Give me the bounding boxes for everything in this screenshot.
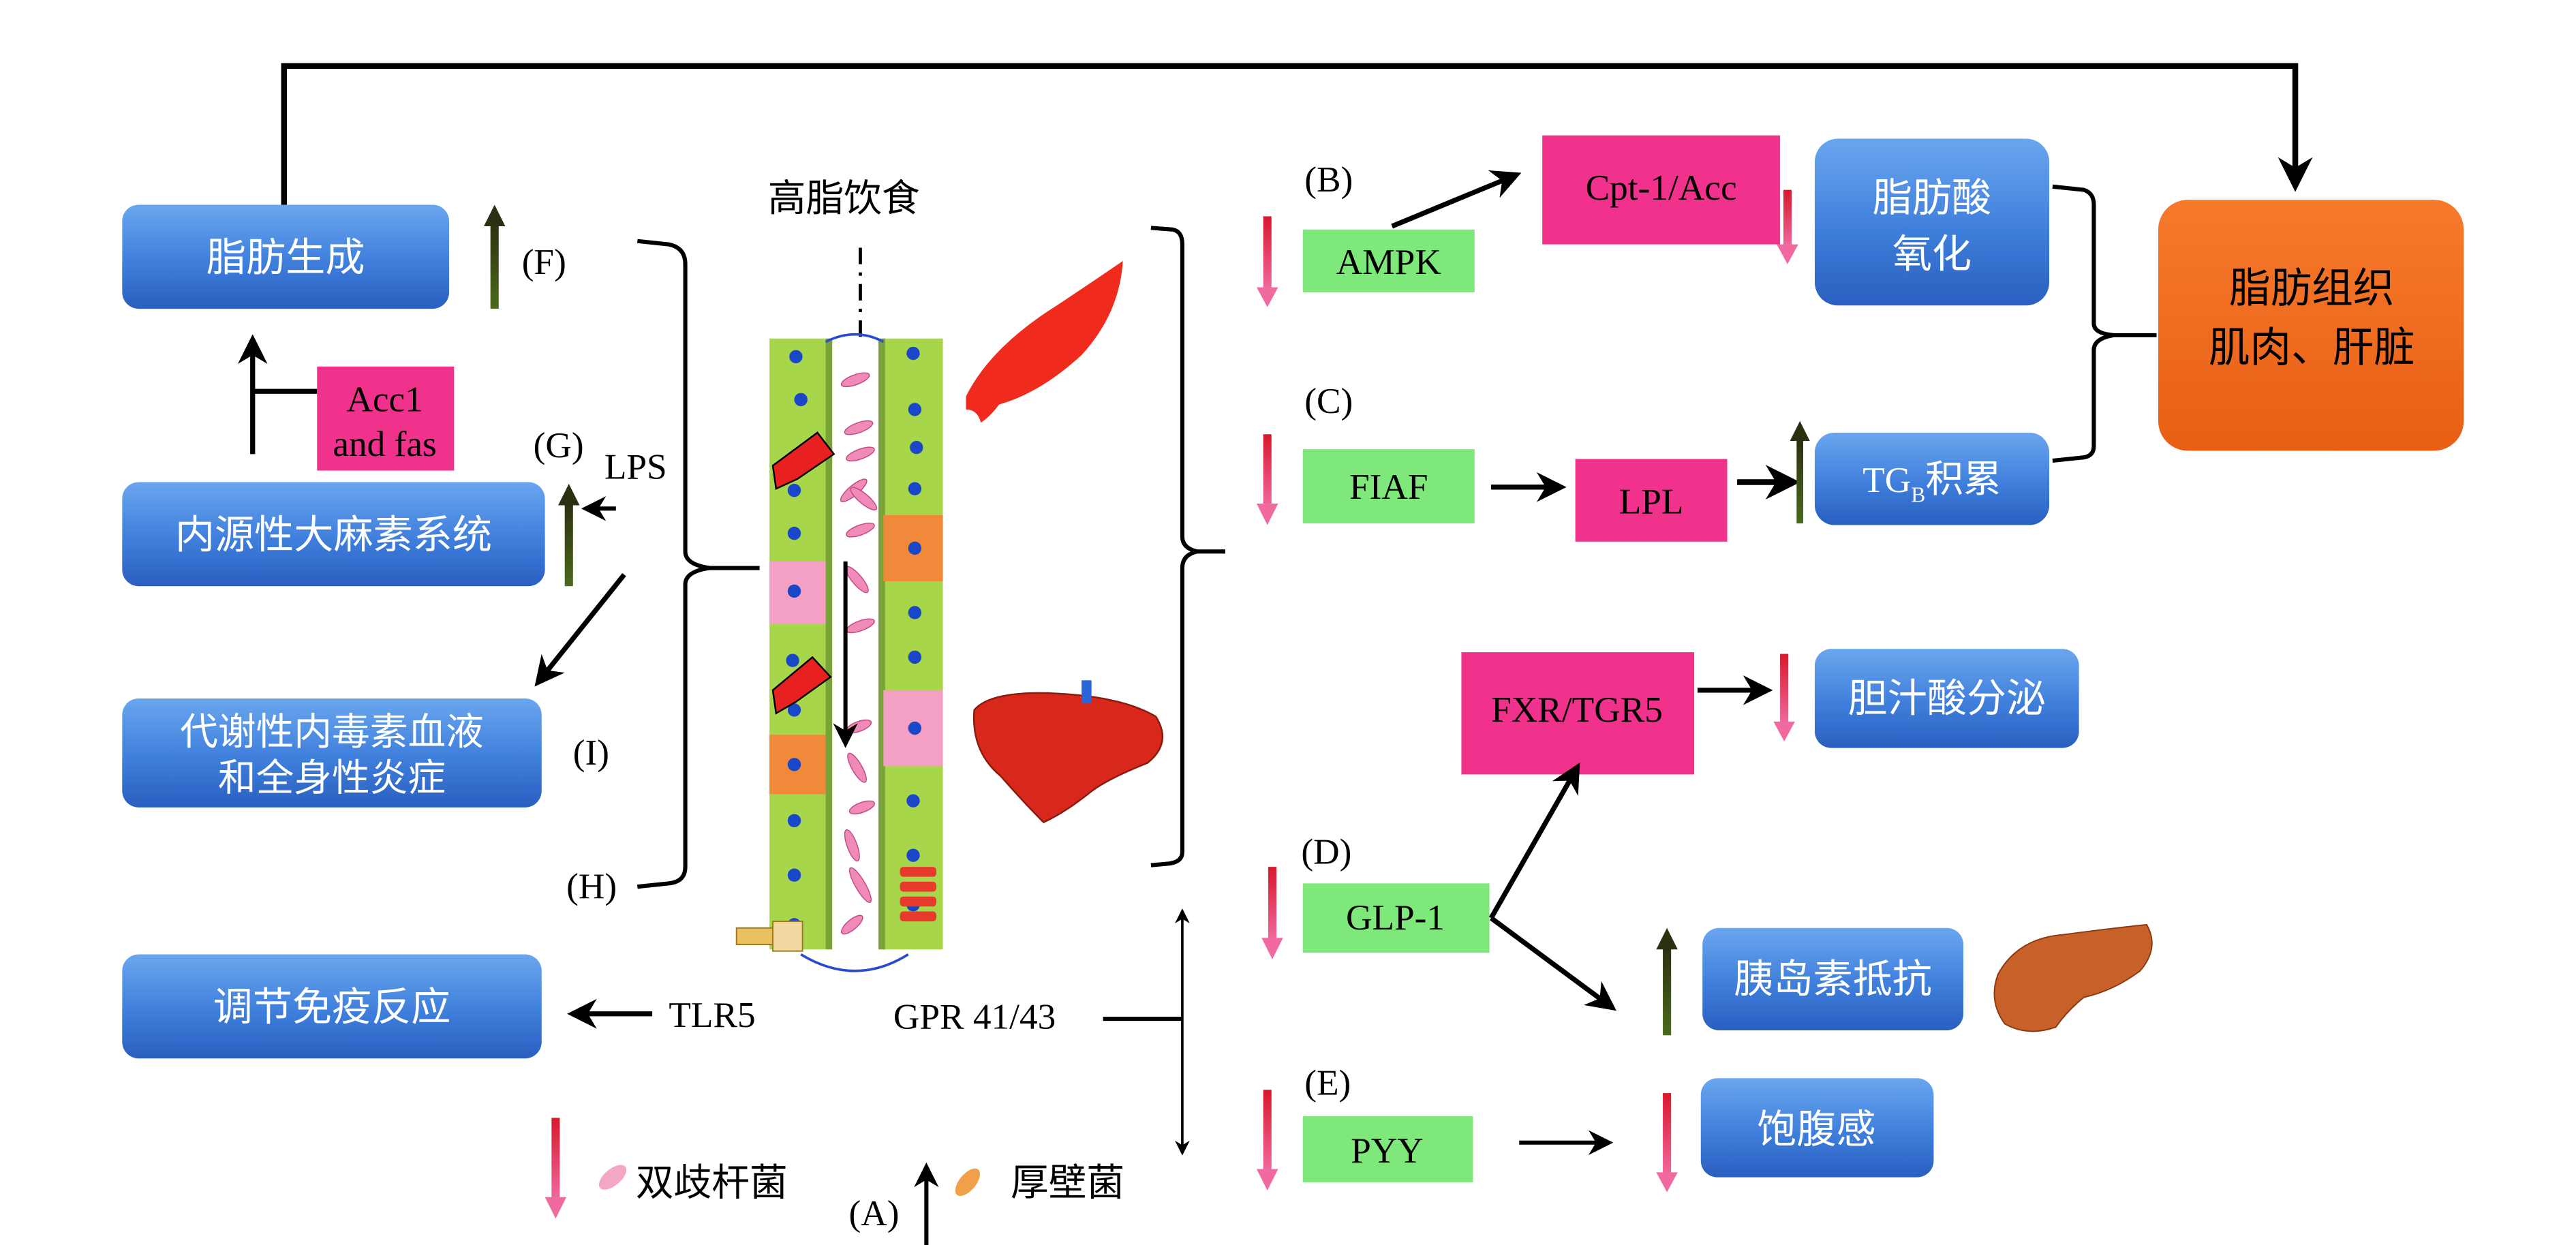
ampk-label: AMPK [1336,242,1441,282]
glp1-to-insulin-arrow [1489,916,1616,1011]
tag-e: (E) [1304,1063,1351,1103]
lipogenesis-label: 脂肪生成 [206,234,365,280]
lipogenesis-box: 脂肪生成 [122,204,450,309]
bile-down-arrow-icon [1773,654,1795,741]
tag-g: (G) [534,425,584,465]
ampk-box: AMPK [1302,229,1475,292]
intestine-top-edge [825,333,885,343]
lpl-label: LPL [1619,482,1684,522]
fxr-tgr5-box: FXR/TGR5 [1461,652,1695,775]
bifido-down-arrow-icon [545,1118,567,1219]
liver-icon [972,680,1164,824]
tag-c: (C) [1304,381,1353,421]
cpt-acc-label: Cpt-1/Acc [1586,168,1737,208]
intestine-left-wall [769,338,833,950]
firmicutes-label: 厚壁菌 [1011,1161,1124,1205]
lipogenesis-up-arrow-icon [483,204,506,309]
insulin-resistance-label: 胰岛素抵抗 [1734,955,1932,1002]
endocannabinoid-label: 内源性大麻素系统 [175,511,492,557]
ampk-to-cpt-arrow [1391,170,1522,229]
lps-label: LPS [604,447,667,487]
bifido-bacteria-icon [598,1165,627,1190]
pyy-box: PYY [1302,1116,1473,1182]
fxr-tgr5-label: FXR/TGR5 [1491,690,1663,730]
intestine-bottom-edge [800,953,909,972]
tag-a: (A) [848,1193,899,1233]
endotoxemia-box: 代谢性内毒素血液 和全身性炎症 [122,698,542,808]
tag-h: (H) [566,866,617,906]
tgb-prefix: TG [1862,460,1911,500]
glp1-label: GLP-1 [1346,897,1445,938]
intestine-illustration [735,333,943,972]
target-tissue-box: 脂肪组织 肌肉、肝脏 [2158,200,2464,451]
damaged-junctions [771,431,835,715]
acc1-label: Acc1 [346,379,423,419]
tlr5-receptor-icon [735,921,803,952]
tag-f: (F) [522,242,566,282]
fiaf-box: FIAF [1302,449,1475,524]
endotoxemia-label-1: 代谢性内毒素血液 [180,710,484,754]
high-fat-diet-label: 高脂饮食 [768,176,920,221]
acc1-fas-box: Acc1 and fas [317,366,455,471]
tgb-subscript: B [1911,483,1925,507]
pancreas-icon [1993,923,2153,1032]
tag-b: (B) [1304,159,1353,200]
right-bracket [1150,226,1225,867]
legend-firmicutes: 厚壁菌 [914,1161,1124,1245]
cell-nuclei [786,346,923,932]
cpt-acc-box: Cpt-1/Acc [1542,135,1781,245]
tlr5-label: TLR5 [669,995,755,1035]
tag-i: (I) [573,733,609,773]
feedback-connector [281,63,2313,205]
legend-bifidobacteria: 双歧杆菌 [545,1118,788,1219]
endotoxemia-arrow [534,572,626,687]
merge-bracket [2052,184,2157,463]
immune-box: 调节免疫反应 [122,954,542,1059]
pyy-label: PYY [1351,1131,1424,1171]
gpr-label: GPR 41/43 [893,997,1056,1037]
acc-inhibition-arrow [237,334,318,455]
ampk-down-arrow-icon [1256,216,1278,307]
cpt-down-arrow-icon [1777,189,1798,264]
endocannabinoid-up-arrow-icon [558,483,580,587]
insulin-up-arrow-icon [1656,927,1678,1036]
left-bracket [637,239,760,889]
tag-d: (D) [1301,831,1351,872]
fatty-acid-oxidation-box: 脂肪酸 氧化 [1814,138,2050,306]
fiaf-label: FIAF [1349,467,1428,507]
lumen-bacteria [840,372,878,935]
satiety-label: 饱腹感 [1757,1106,1875,1152]
target-label-2: 肌肉、肝脏 [2209,324,2415,372]
satiety-box: 饱腹感 [1700,1078,1934,1178]
pyy-down-arrow-icon [1256,1090,1278,1191]
adipose-tissue-icon [966,260,1123,423]
lpl-box: LPL [1575,459,1728,542]
immune-label: 调节免疫反应 [213,983,451,1030]
endotoxemia-label-2: 和全身性炎症 [218,756,446,801]
endocannabinoid-box: 内源性大麻素系统 [122,482,545,587]
glp1-box: GLP-1 [1302,883,1490,953]
tgb-up-arrow-icon [1790,420,1810,524]
fao-label-1: 脂肪酸 [1873,174,1991,221]
insulin-resistance-box: 胰岛素抵抗 [1702,927,1964,1030]
fao-label-2: 氧化 [1892,231,1972,277]
bile-acid-label: 胆汁酸分泌 [1847,675,2046,721]
tgb-accumulation-box: TGB积累 [1814,432,2050,525]
fiaf-down-arrow-icon [1256,434,1278,525]
intestine-right-wall [878,338,943,950]
glp1-down-arrow-icon [1261,867,1283,959]
tgb-suffix: 积累 [1925,457,2001,502]
satiety-down-arrow-icon [1656,1093,1678,1193]
firmicutes-bacteria-icon [955,1168,981,1197]
receptor-cluster [900,867,936,922]
tgb-label: TGB积累 [1862,457,2002,507]
bifido-label: 双歧杆菌 [636,1161,788,1205]
fas-label: and fas [333,424,436,464]
bile-acid-secretion-box: 胆汁酸分泌 [1814,649,2079,748]
glp1-to-fxr-arrow [1488,763,1580,920]
target-label-1: 脂肪组织 [2229,264,2394,312]
